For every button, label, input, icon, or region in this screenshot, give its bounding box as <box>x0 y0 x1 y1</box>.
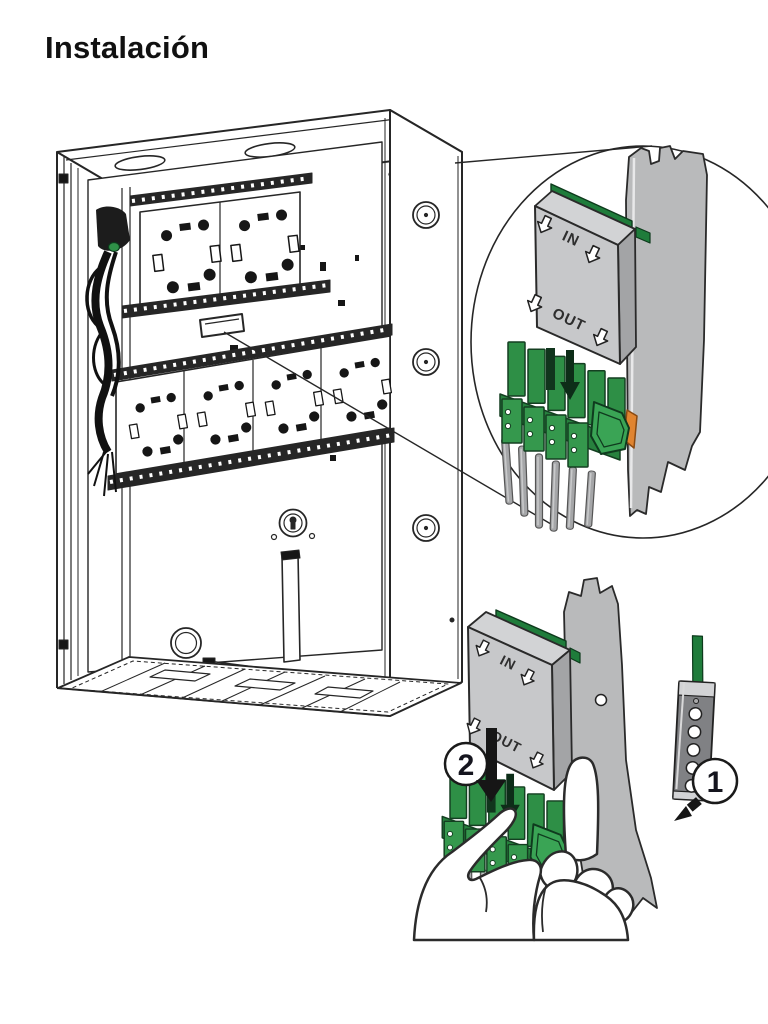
lower-module-row <box>107 323 396 491</box>
cabinet-side-wall <box>384 109 463 717</box>
magnifier-callout <box>223 145 768 539</box>
palm-and-thumb <box>412 807 543 942</box>
page-title: Instalación <box>45 30 210 65</box>
callout-step-2: 2 <box>443 728 506 802</box>
bottom-knockout-hole <box>170 627 202 659</box>
harness-connector-green <box>107 241 121 253</box>
mounting-panel <box>625 145 708 517</box>
cabinet-bottom <box>57 549 462 717</box>
door-lock <box>270 508 316 541</box>
support-post <box>281 553 301 663</box>
pointer-arrow-icon <box>686 797 702 812</box>
side-knockout-hole <box>412 514 440 542</box>
hand <box>412 756 635 942</box>
green-wire <box>691 635 704 687</box>
magnifier-leader-line <box>454 145 653 164</box>
mounting-rail <box>111 323 393 382</box>
upper-module-row <box>121 172 331 319</box>
cable-harness <box>85 206 130 497</box>
callout-step-1: 1 <box>674 757 739 821</box>
index-finger <box>562 756 600 862</box>
module-label-in: IN <box>560 228 583 251</box>
step-callouts: 2 1 <box>443 728 739 821</box>
palm-right <box>532 879 630 942</box>
side-knockout-hole <box>412 201 440 229</box>
detail-circle <box>470 145 768 539</box>
magnified-part-bracket <box>199 313 245 338</box>
panel-screw-hole <box>594 693 608 707</box>
enclosure-drawing <box>56 109 463 717</box>
step-down-arrow-icon <box>476 728 506 802</box>
side-knockout-hole <box>412 348 440 376</box>
module-label-in: IN <box>498 652 520 674</box>
magnifier-leader-line <box>223 331 557 528</box>
detail-view: IN OUT <box>499 145 708 533</box>
callout-step-1-number: 1 <box>707 766 724 799</box>
callout-step-2-number: 2 <box>458 749 475 782</box>
io-module: IN OUT <box>523 183 651 365</box>
top-knockout-oval <box>114 155 166 171</box>
mounting-rail <box>129 172 313 207</box>
